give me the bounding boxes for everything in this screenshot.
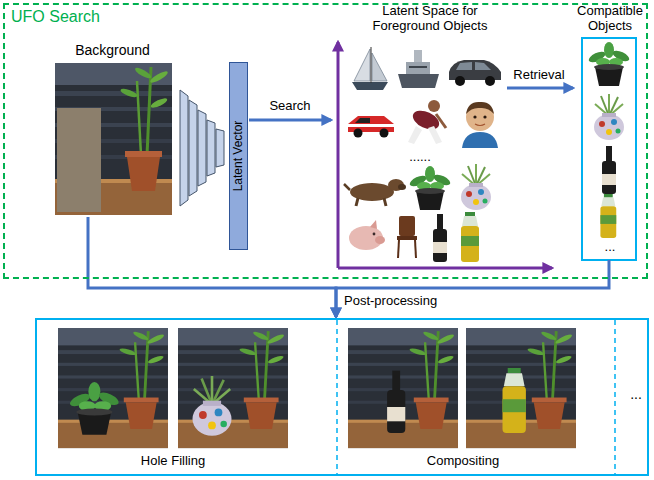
object-thumb xyxy=(193,376,232,436)
object-thumb xyxy=(602,146,616,194)
illustration-part xyxy=(180,90,188,206)
illustration-part xyxy=(207,120,215,176)
illustration-part xyxy=(189,100,197,196)
connector-arrow xyxy=(507,87,573,90)
connector-arrow xyxy=(336,260,609,317)
section-divider xyxy=(614,320,616,475)
node-label: Hole Filling xyxy=(37,454,309,469)
object-thumb xyxy=(587,42,631,86)
object-thumb xyxy=(433,214,447,262)
node-label: Latent Space for Foreground Objects xyxy=(365,4,495,34)
node-label: Latent Vector xyxy=(232,121,246,192)
node-label: ... xyxy=(625,386,647,402)
object-thumb xyxy=(503,368,526,433)
connector-arrow xyxy=(249,119,331,122)
object-thumb xyxy=(344,179,406,206)
latent-axis xyxy=(338,267,552,270)
compositing-section: Compositing xyxy=(337,320,615,474)
object-thumb xyxy=(449,60,501,86)
search-region: UFO SearchBackgroundLatent Vector Latent … xyxy=(3,3,648,279)
node-label: Background xyxy=(40,42,185,58)
result-photo xyxy=(178,328,288,448)
object-thumb xyxy=(600,194,616,238)
illustration-part xyxy=(198,110,206,186)
object-thumb xyxy=(461,212,479,262)
edge-label: Post-processing xyxy=(344,294,474,309)
results-panel: ... Hole Filling Compositing xyxy=(35,318,649,476)
latent-vector-box: Latent Vector xyxy=(229,62,248,250)
cnn-encoder xyxy=(180,90,224,206)
object-thumb xyxy=(398,50,439,88)
object-thumb xyxy=(408,166,452,210)
illustration-part xyxy=(216,129,224,167)
node-label: ... xyxy=(574,240,646,255)
object-thumb xyxy=(461,164,491,210)
node-label: ...... xyxy=(395,150,445,165)
section-divider xyxy=(336,320,338,475)
object-thumb xyxy=(594,94,624,140)
connector-arrow xyxy=(88,217,336,317)
object-thumb xyxy=(348,116,394,138)
compatible-objects-box: Compatible Objects... xyxy=(574,4,648,260)
latent-space-panel: Latent Space for Foreground Objects.....… xyxy=(335,4,505,266)
node-label: Compositing xyxy=(337,454,589,469)
latent-axis xyxy=(337,42,340,268)
result-photo xyxy=(58,328,168,448)
result-photo xyxy=(348,328,458,448)
object-thumb xyxy=(349,220,385,250)
placeholder-rect xyxy=(57,108,101,212)
node-label: UFO Search xyxy=(11,8,131,26)
background-photo xyxy=(55,63,172,215)
object-thumb xyxy=(462,102,498,148)
object-thumb xyxy=(387,371,405,433)
result-photo xyxy=(466,328,576,448)
background-panel: Background xyxy=(40,42,187,217)
hole-filling-section: Hole Filling xyxy=(37,320,335,474)
node-label: Compatible Objects xyxy=(574,4,646,34)
edge-label: Retrieval xyxy=(505,68,573,83)
object-thumb xyxy=(352,47,388,90)
object-thumb xyxy=(397,216,417,258)
object-thumb xyxy=(68,382,120,435)
edge-label: Search xyxy=(252,99,328,114)
compatible-frame xyxy=(582,38,636,260)
object-thumb xyxy=(408,100,446,144)
